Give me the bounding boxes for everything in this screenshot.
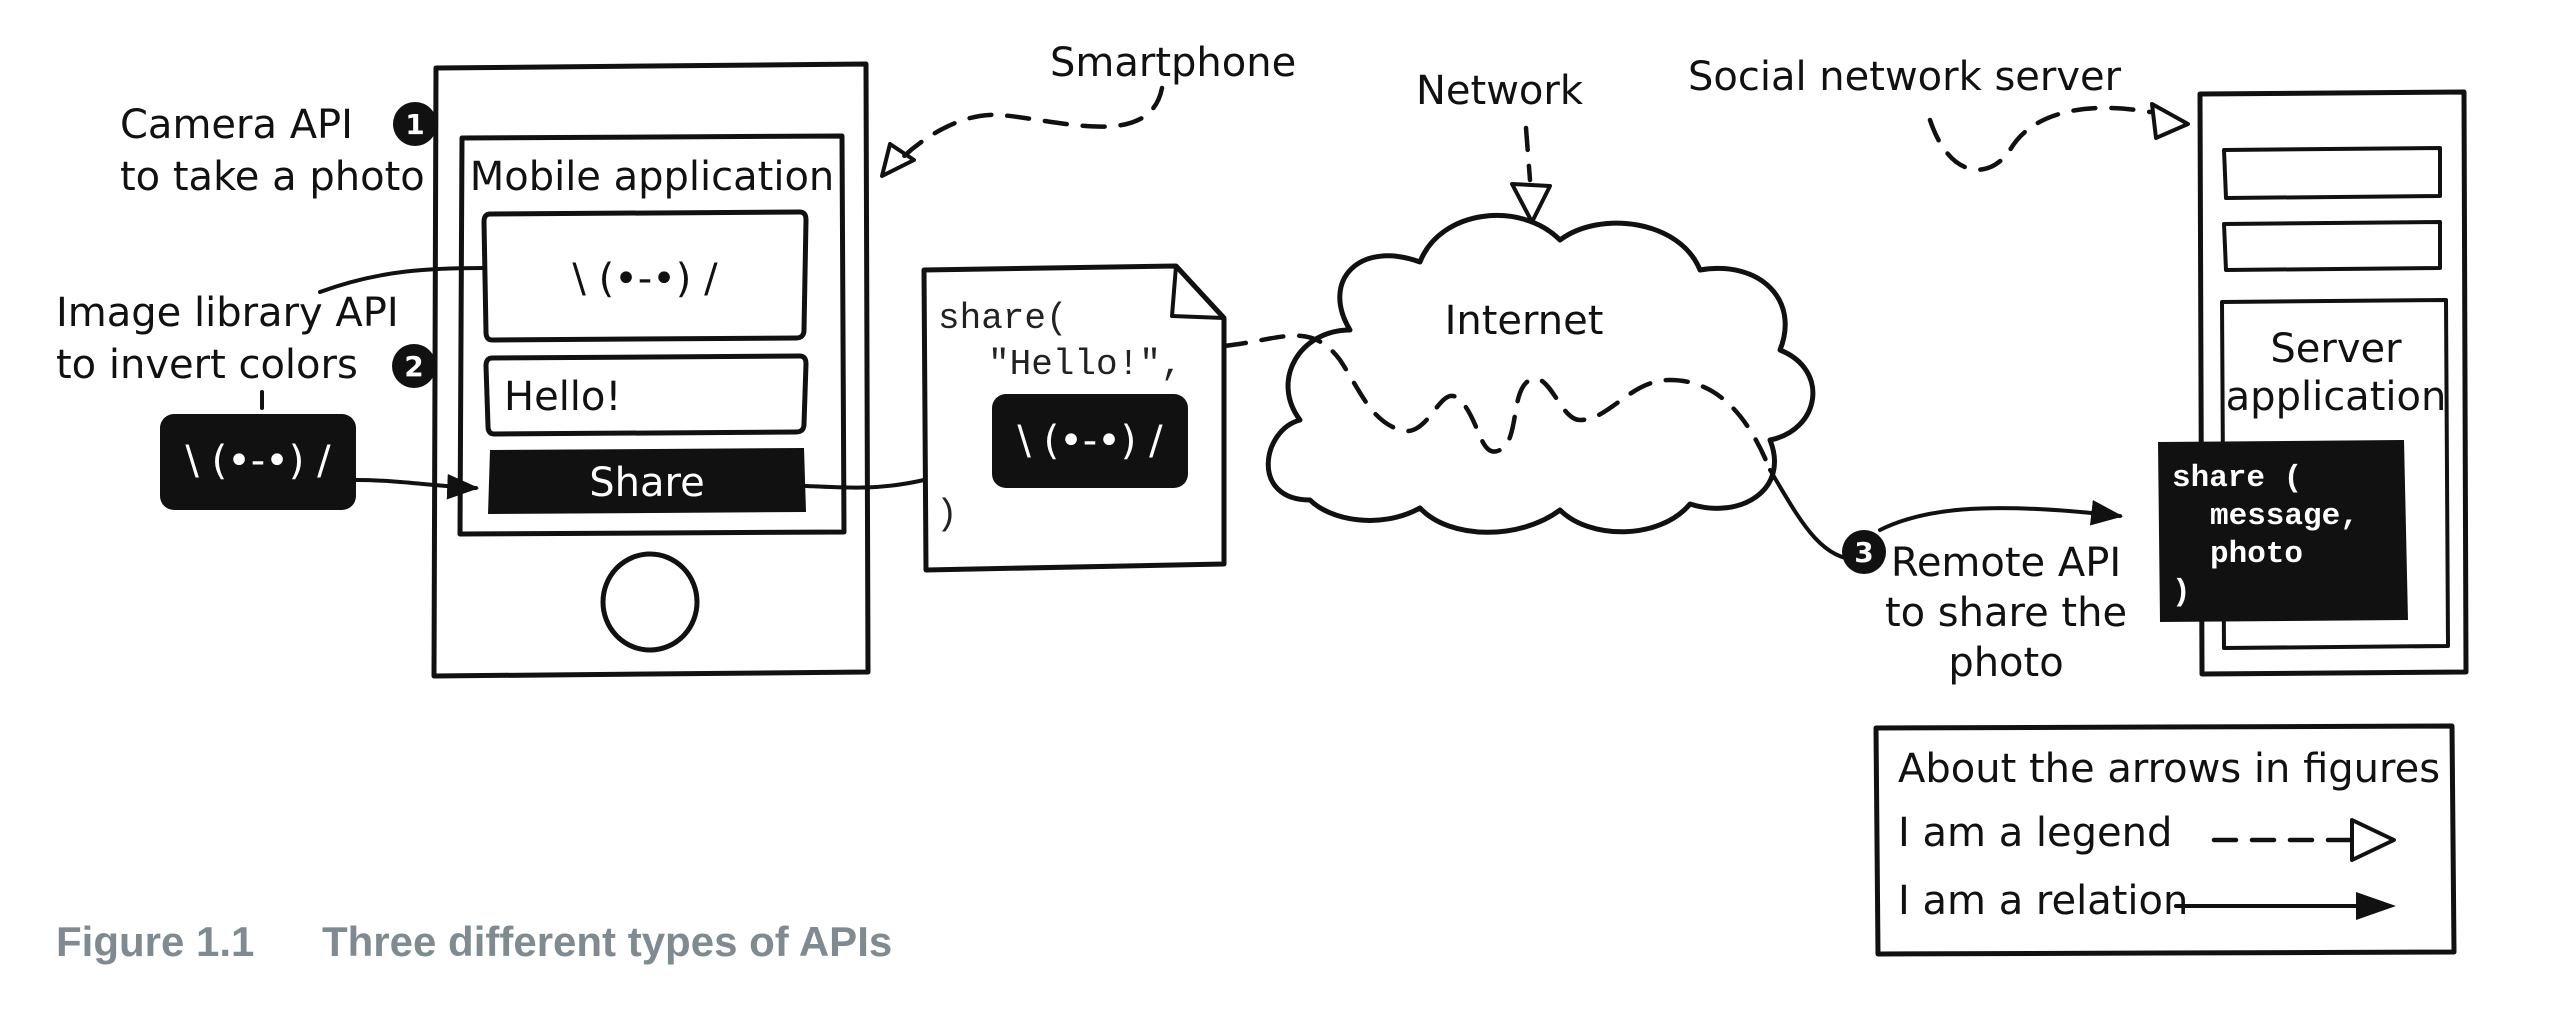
smartphone-label: Smartphone <box>1050 40 1296 86</box>
server: Server application share ( message, phot… <box>2158 89 2469 677</box>
server-arrowhead <box>2150 102 2190 140</box>
code-line-2: "Hello!", <box>988 344 1182 385</box>
legend-relation-arrowhead <box>2356 892 2396 920</box>
svg-text:2: 2 <box>404 350 423 383</box>
svg-text:3: 3 <box>1854 536 1873 569</box>
svg-text:1: 1 <box>405 108 424 141</box>
photo-frame <box>481 209 809 343</box>
inverted-image-emoticon: \ (•-•) / <box>185 438 331 484</box>
server-code-box <box>2158 440 2408 622</box>
camera-api-label-line2: to take a photo <box>120 154 425 200</box>
remote-api-arrow <box>1878 500 2124 532</box>
figure-caption: Three different types of APIs <box>322 918 892 965</box>
legend-dashed-arrowhead <box>2350 818 2396 862</box>
inverted-image-arrow <box>354 473 480 500</box>
internet-cloud <box>1265 212 1816 535</box>
badge-1: 1 <box>393 102 437 146</box>
server-slot-1 <box>2222 146 2442 200</box>
document-fold <box>1170 264 1226 320</box>
legend-dashed-label: I am a legend <box>1898 810 2172 856</box>
server-application-label-line1: Server <box>2270 326 2402 372</box>
code-line-3: ) <box>936 494 958 535</box>
message-input[interactable] <box>483 353 809 437</box>
code-line-1: share( <box>938 298 1068 339</box>
mobile-application-label: Mobile application <box>470 154 835 200</box>
smartphone-arrowhead <box>880 142 916 178</box>
server-application-label-line2: application <box>2226 374 2447 420</box>
social-network-server-label: Social network server <box>1688 54 2122 100</box>
photo-emoticon: \ (•-•) / <box>572 256 718 302</box>
server-code-line-4: ) <box>2172 575 2191 610</box>
network-label: Network <box>1416 68 1584 114</box>
internet-route <box>1221 333 1773 473</box>
inverted-image <box>160 414 356 510</box>
request-document <box>921 263 1227 573</box>
network-arrowhead <box>1510 182 1552 224</box>
network-dashed-arrow <box>1523 125 1533 183</box>
message-input-text: Hello! <box>504 374 621 420</box>
camera-api-label-line1: Camera API <box>120 102 353 148</box>
server-slot-2 <box>2222 220 2442 272</box>
legend-relation-label: I am a relation <box>1898 878 2188 924</box>
camera-api-connector <box>318 266 486 294</box>
badge-3: 3 <box>1842 530 1886 574</box>
badge-2: 2 <box>392 344 436 388</box>
home-button <box>600 551 700 653</box>
internet-label: Internet <box>1445 298 1604 344</box>
remote-api-label-line2: to share the <box>1885 590 2127 636</box>
legend-title: About the arrows in figures <box>1898 746 2440 792</box>
share-button[interactable] <box>488 448 806 514</box>
remote-api-label-line1: Remote API <box>1891 540 2121 586</box>
figure-number: Figure 1.1 <box>56 918 254 965</box>
smartphone-dashed-arrow <box>897 85 1165 163</box>
arrow-legend: About the arrows in figures I am a legen… <box>1873 723 2457 957</box>
document-image <box>992 394 1188 488</box>
remote-api-label-line3: photo <box>1948 640 2063 686</box>
server-dashed-arrow <box>1927 105 2153 172</box>
image-library-api-label-line2: to invert colors <box>56 342 358 388</box>
server-code-line-2: message, <box>2210 499 2359 534</box>
image-library-api-label-line1: Image library API <box>56 290 399 336</box>
server-code-line-3: photo <box>2210 537 2303 572</box>
share-to-document-line <box>804 478 926 490</box>
share-button-label: Share <box>589 460 704 506</box>
server-code-line-1: share ( <box>2172 461 2302 496</box>
smartphone: Mobile application \ (•-•) / Hello! Shar… <box>431 61 871 679</box>
document-image-emoticon: \ (•-•) / <box>1017 418 1163 464</box>
